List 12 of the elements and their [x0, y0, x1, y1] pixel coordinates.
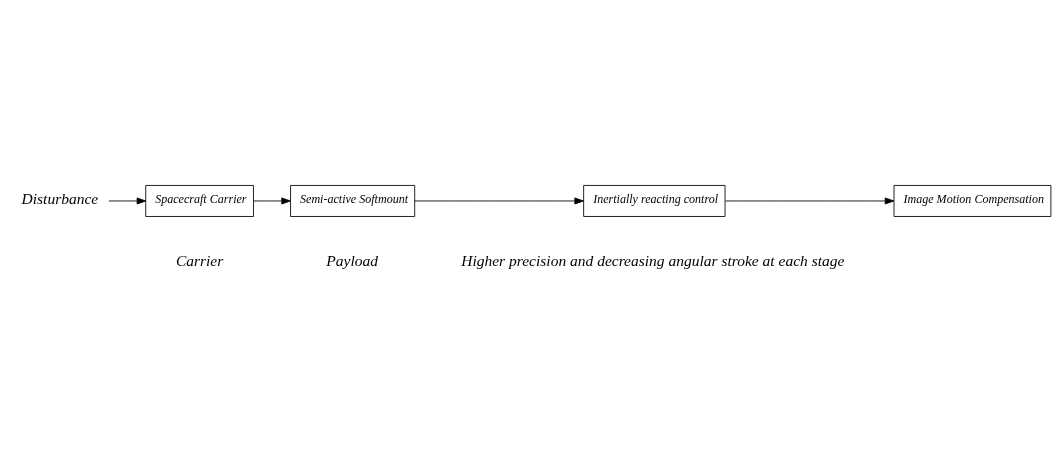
label: Higher precision and decreasing angular stroke at each stage [461, 251, 845, 269]
arrow [414, 197, 584, 204]
label: Payload [326, 251, 378, 269]
arrow [725, 197, 895, 204]
node-box: Semi-active Softmount [290, 184, 416, 217]
node-text: Disturbance [21, 189, 99, 207]
arrow [253, 197, 291, 204]
node-box: Image Motion Compensation [893, 184, 1052, 217]
node-box: Inertially reacting control [583, 184, 726, 217]
node-box: Spacecraft Carrier [145, 184, 254, 217]
label: Carrier [175, 251, 224, 269]
arrow [108, 197, 147, 204]
